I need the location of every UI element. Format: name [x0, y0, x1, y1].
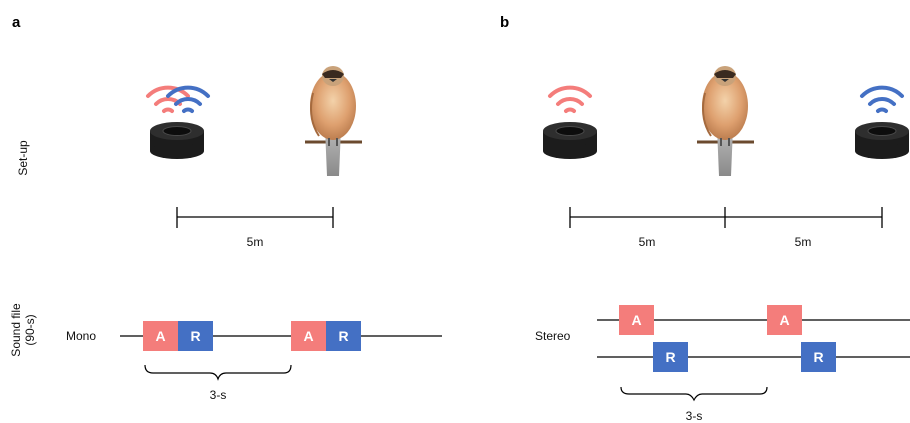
interval-brace-a [144, 364, 292, 381]
speaker-icon [542, 121, 598, 160]
sound-file-duration-label: (90-s) [23, 314, 37, 345]
r-stimulus-label: R [190, 328, 200, 344]
r-stimulus-box [326, 321, 361, 351]
bird-icon [309, 65, 357, 177]
r-stimulus-box [801, 342, 836, 372]
r-stimulus-label: R [665, 349, 675, 365]
bird-icon [701, 65, 749, 177]
stereo-track-label: Stereo [535, 329, 571, 343]
a-stimulus-box [767, 305, 802, 335]
a-stimulus-label: A [779, 312, 789, 328]
interval-brace-b [620, 386, 768, 402]
distance-scale-b [569, 207, 883, 228]
speaker-icon [854, 121, 910, 160]
a-stimulus-box [143, 321, 178, 351]
r-stimulus-label: R [338, 328, 348, 344]
distance-label-b-right: 5m [795, 235, 812, 249]
mono-track-label: Mono [66, 329, 96, 343]
a-stimulus-label: A [303, 328, 313, 344]
a-stimulus-box [291, 321, 326, 351]
interval-label-a: 3-s [210, 388, 227, 402]
r-stimulus-box [178, 321, 213, 351]
panel-label-b: b [500, 14, 509, 31]
a-stimulus-box [619, 305, 654, 335]
interval-label-b: 3-s [686, 409, 703, 423]
sound-wave-icon [860, 85, 904, 113]
sound-wave-icon [548, 85, 592, 113]
sound-file-row-label: Sound file [9, 303, 23, 357]
panel-label-a: a [12, 14, 21, 31]
r-stimulus-box [653, 342, 688, 372]
a-stimulus-label: A [155, 328, 165, 344]
distance-label-b-left: 5m [639, 235, 656, 249]
a-stimulus-label: A [631, 312, 641, 328]
distance-label-a: 5m [247, 235, 264, 249]
distance-scale-a [176, 207, 334, 228]
sound-wave-icon [146, 85, 210, 113]
setup-row-label: Set-up [16, 140, 30, 176]
speaker-icon [149, 121, 205, 160]
r-stimulus-label: R [813, 349, 823, 365]
